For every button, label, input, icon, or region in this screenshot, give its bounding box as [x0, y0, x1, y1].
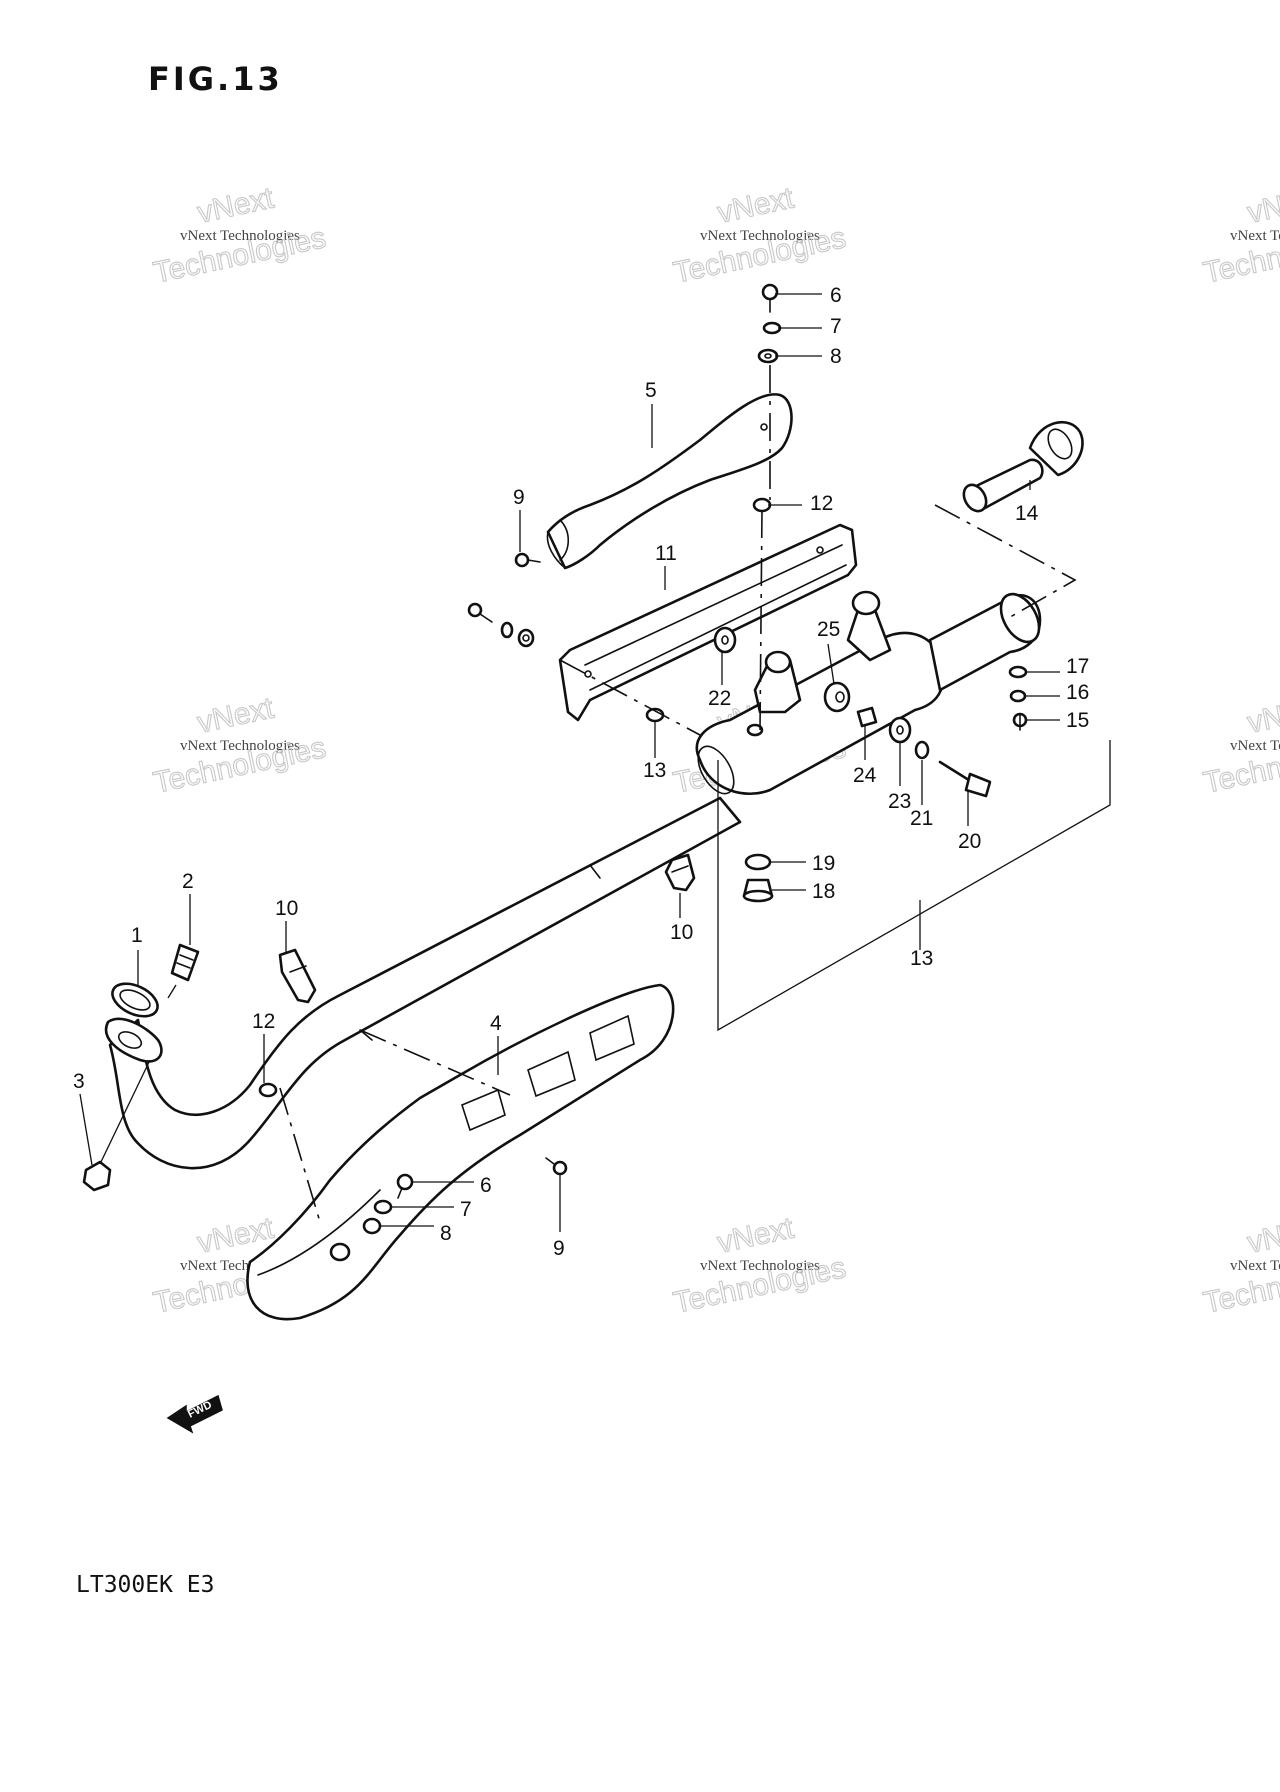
callout-number-11: 11 — [655, 542, 677, 565]
washer-17 — [1008, 665, 1028, 679]
washer-7-top — [762, 321, 782, 335]
callout-number-13: 13 — [643, 759, 666, 782]
callout-number-6: 6 — [480, 1174, 492, 1197]
heat-shield-upper — [546, 393, 793, 570]
watermark-line2: vNext Technologies — [700, 1258, 820, 1274]
callout-number-4: 4 — [490, 1012, 502, 1035]
bolt-6-top — [761, 283, 779, 313]
nut-12-left — [258, 1082, 278, 1098]
exhaust-nut — [82, 1059, 151, 1192]
callout-number-25: 25 — [817, 618, 840, 641]
spark-arrester — [962, 421, 1084, 513]
washer-7-mid — [500, 621, 514, 639]
callout-number-12: 12 — [252, 1010, 275, 1033]
watermark-line1: vNext — [195, 691, 278, 739]
washer-22 — [713, 626, 737, 654]
bolt-15 — [1012, 712, 1028, 731]
callout-number-2: 2 — [182, 870, 194, 893]
plug-18 — [742, 878, 774, 903]
callout-layer: 1234567891011121312131415161718192021222… — [73, 284, 1089, 1260]
callout-number-24: 24 — [853, 764, 877, 787]
watermark-line1: vNext — [1245, 691, 1280, 739]
watermark-line1: vNext — [715, 1211, 798, 1259]
callout-number-19: 19 — [812, 852, 835, 875]
nut-12-top — [752, 497, 772, 513]
washer-8-low — [362, 1217, 382, 1235]
watermark-line2: vNext Technologies — [1230, 228, 1280, 244]
callout-number-8: 8 — [830, 345, 842, 368]
clamp-center — [664, 853, 696, 892]
bolt-6-mid — [467, 602, 493, 623]
callout-number-3: 3 — [73, 1070, 85, 1093]
washer-7-low — [373, 1199, 393, 1215]
watermark-line2: vNext Technologies — [180, 228, 300, 244]
hardware — [258, 283, 1028, 1262]
callout-leader-line — [827, 643, 835, 685]
callout-number-7: 7 — [460, 1198, 472, 1221]
forward-arrow-icon: FWD — [166, 1394, 223, 1434]
callout-number-13: 13 — [910, 947, 933, 970]
clamp-left — [278, 948, 317, 1004]
callout-number-6: 6 — [830, 284, 842, 307]
callout-number-22: 22 — [708, 687, 731, 710]
callout-number-8: 8 — [440, 1222, 452, 1245]
callout-leaders — [79, 293, 1060, 1232]
muffler — [695, 590, 1042, 795]
callout-number-7: 7 — [830, 315, 842, 338]
callout-number-10: 10 — [670, 921, 693, 944]
model-code: LT300EK E3 — [76, 1572, 214, 1598]
washer-8-top — [757, 348, 779, 364]
nut-12-muffler — [746, 723, 764, 737]
callout-number-12: 12 — [810, 492, 833, 515]
callout-leader-line — [79, 1093, 93, 1166]
callout-number-20: 20 — [958, 830, 981, 853]
collar-24 — [856, 706, 878, 728]
callout-number-15: 15 — [1066, 709, 1089, 732]
callout-number-21: 21 — [910, 807, 933, 830]
watermark-line1: vNext — [195, 181, 278, 229]
watermark-line1: vNext — [715, 181, 798, 229]
watermark-line1: vNext — [1245, 181, 1280, 229]
watermark-line1: vNext — [1245, 1211, 1280, 1259]
exhaust-stud — [167, 943, 200, 999]
exhaust-flange — [104, 1017, 163, 1063]
assembly-lines — [279, 365, 1111, 1223]
callout-number-9: 9 — [513, 486, 525, 509]
callout-number-23: 23 — [888, 790, 911, 813]
exhaust-gasket — [111, 982, 159, 1018]
callout-number-10: 10 — [275, 897, 298, 920]
washer-8-mid — [517, 628, 535, 648]
callout-number-9: 9 — [553, 1237, 565, 1260]
bolt-20 — [938, 760, 992, 798]
watermark-line2: vNext Technologies — [1230, 738, 1280, 754]
watermark-line2: vNext Technologies — [700, 228, 820, 244]
callout-number-16: 16 — [1066, 681, 1089, 704]
exhaust-pipe-cover — [246, 983, 675, 1321]
muffler-protector — [558, 523, 858, 722]
watermark-line2: vNext Technologies — [180, 738, 300, 754]
nut-21 — [914, 740, 930, 760]
washer-16 — [1009, 689, 1027, 703]
screw-9-upper — [514, 552, 541, 568]
watermark-line2: vNext Technologies — [1230, 1258, 1280, 1274]
washer-23 — [888, 716, 912, 744]
callout-number-1: 1 — [131, 924, 143, 947]
nut-8-low-cover — [329, 1242, 351, 1262]
callout-number-18: 18 — [812, 880, 835, 903]
callout-number-17: 17 — [1066, 655, 1089, 678]
screw-9-low — [545, 1157, 568, 1176]
callout-number-5: 5 — [645, 379, 657, 402]
figure-title: FIG.13 — [148, 60, 283, 98]
grommet-25 — [823, 681, 851, 713]
washer-19 — [744, 853, 772, 871]
callout-number-14: 14 — [1015, 502, 1039, 525]
